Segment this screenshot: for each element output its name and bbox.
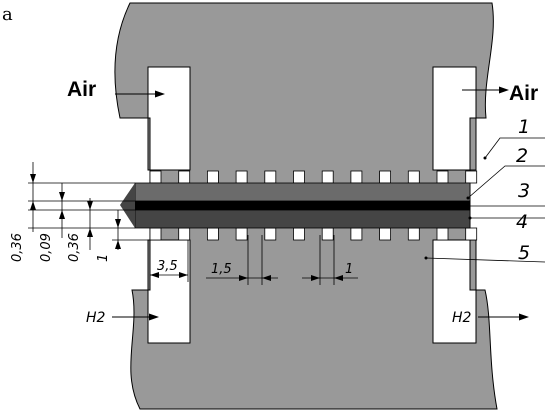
dim-channel-pitch: 1,5 — [211, 262, 232, 277]
dim-electrolyte-thickness: 0,09 — [39, 233, 54, 262]
panel-label: a — [2, 4, 13, 25]
h2-outlet-label: H2 — [452, 310, 472, 326]
gas-channel-bottom-8 — [350, 227, 363, 241]
callout-1: 1 — [518, 116, 530, 138]
gas-channel-bottom-7 — [321, 227, 334, 241]
gas-flow-arrowheads — [149, 86, 529, 321]
gas-channel-bottom-6 — [293, 227, 305, 241]
gas-channel-top-5 — [264, 170, 277, 184]
gas-channel-bottom-4 — [235, 227, 248, 241]
callout-5: 5 — [518, 242, 530, 264]
dim-channel-depth: 1 — [96, 254, 111, 262]
electrolyte-layer — [135, 201, 470, 210]
dim-cathode-thickness: 0,36 — [67, 233, 82, 262]
gas-channel-top-7 — [321, 170, 334, 184]
gas-channel-top-10 — [407, 170, 420, 184]
gas-channel-bottom-11 — [436, 227, 449, 241]
cathode-layer — [134, 209, 471, 229]
gas-channel-bottom-10 — [407, 227, 420, 241]
channel-teeth-top — [149, 170, 478, 184]
dim-rib-width: 3,5 — [157, 259, 178, 274]
callout-2: 2 — [516, 145, 528, 167]
callout-3: 3 — [518, 180, 530, 202]
gas-channel-top-12 — [465, 170, 478, 184]
gas-channel-top-8 — [350, 170, 363, 184]
gas-channel-bottom-5 — [264, 227, 277, 241]
air-outlet-label: Air — [509, 82, 538, 105]
dim-channel-width: 1 — [345, 262, 353, 277]
gas-channel-bottom-2 — [178, 227, 191, 241]
gas-channel-top-1 — [149, 170, 162, 184]
dim-anode-thickness: 0,36 — [10, 233, 25, 262]
anode-layer — [134, 182, 471, 202]
gas-channel-top-2 — [178, 170, 191, 184]
gas-channel-bottom-3 — [206, 227, 219, 241]
gas-channel-top-6 — [293, 170, 305, 184]
callout-dots — [424, 156, 487, 260]
gas-channel-top-4 — [235, 170, 248, 184]
horizontal-arrowheads — [150, 272, 343, 281]
gas-channel-top-11 — [436, 170, 449, 184]
gas-channel-top-3 — [206, 170, 219, 184]
gas-channel-bottom-12 — [465, 227, 478, 241]
gas-flow-arrows — [112, 89, 522, 318]
air-inlet-label: Air — [67, 78, 96, 101]
h2-inlet-label: H2 — [86, 310, 106, 326]
gas-channel-bottom-9 — [379, 227, 392, 241]
gas-channel-top-9 — [379, 170, 392, 184]
dimension-arrowheads — [30, 174, 121, 249]
mea-left-bevel — [120, 183, 135, 228]
callout-leaders — [425, 137, 546, 263]
callout-4: 4 — [516, 211, 528, 233]
gas-channel-bottom-1 — [149, 227, 162, 241]
